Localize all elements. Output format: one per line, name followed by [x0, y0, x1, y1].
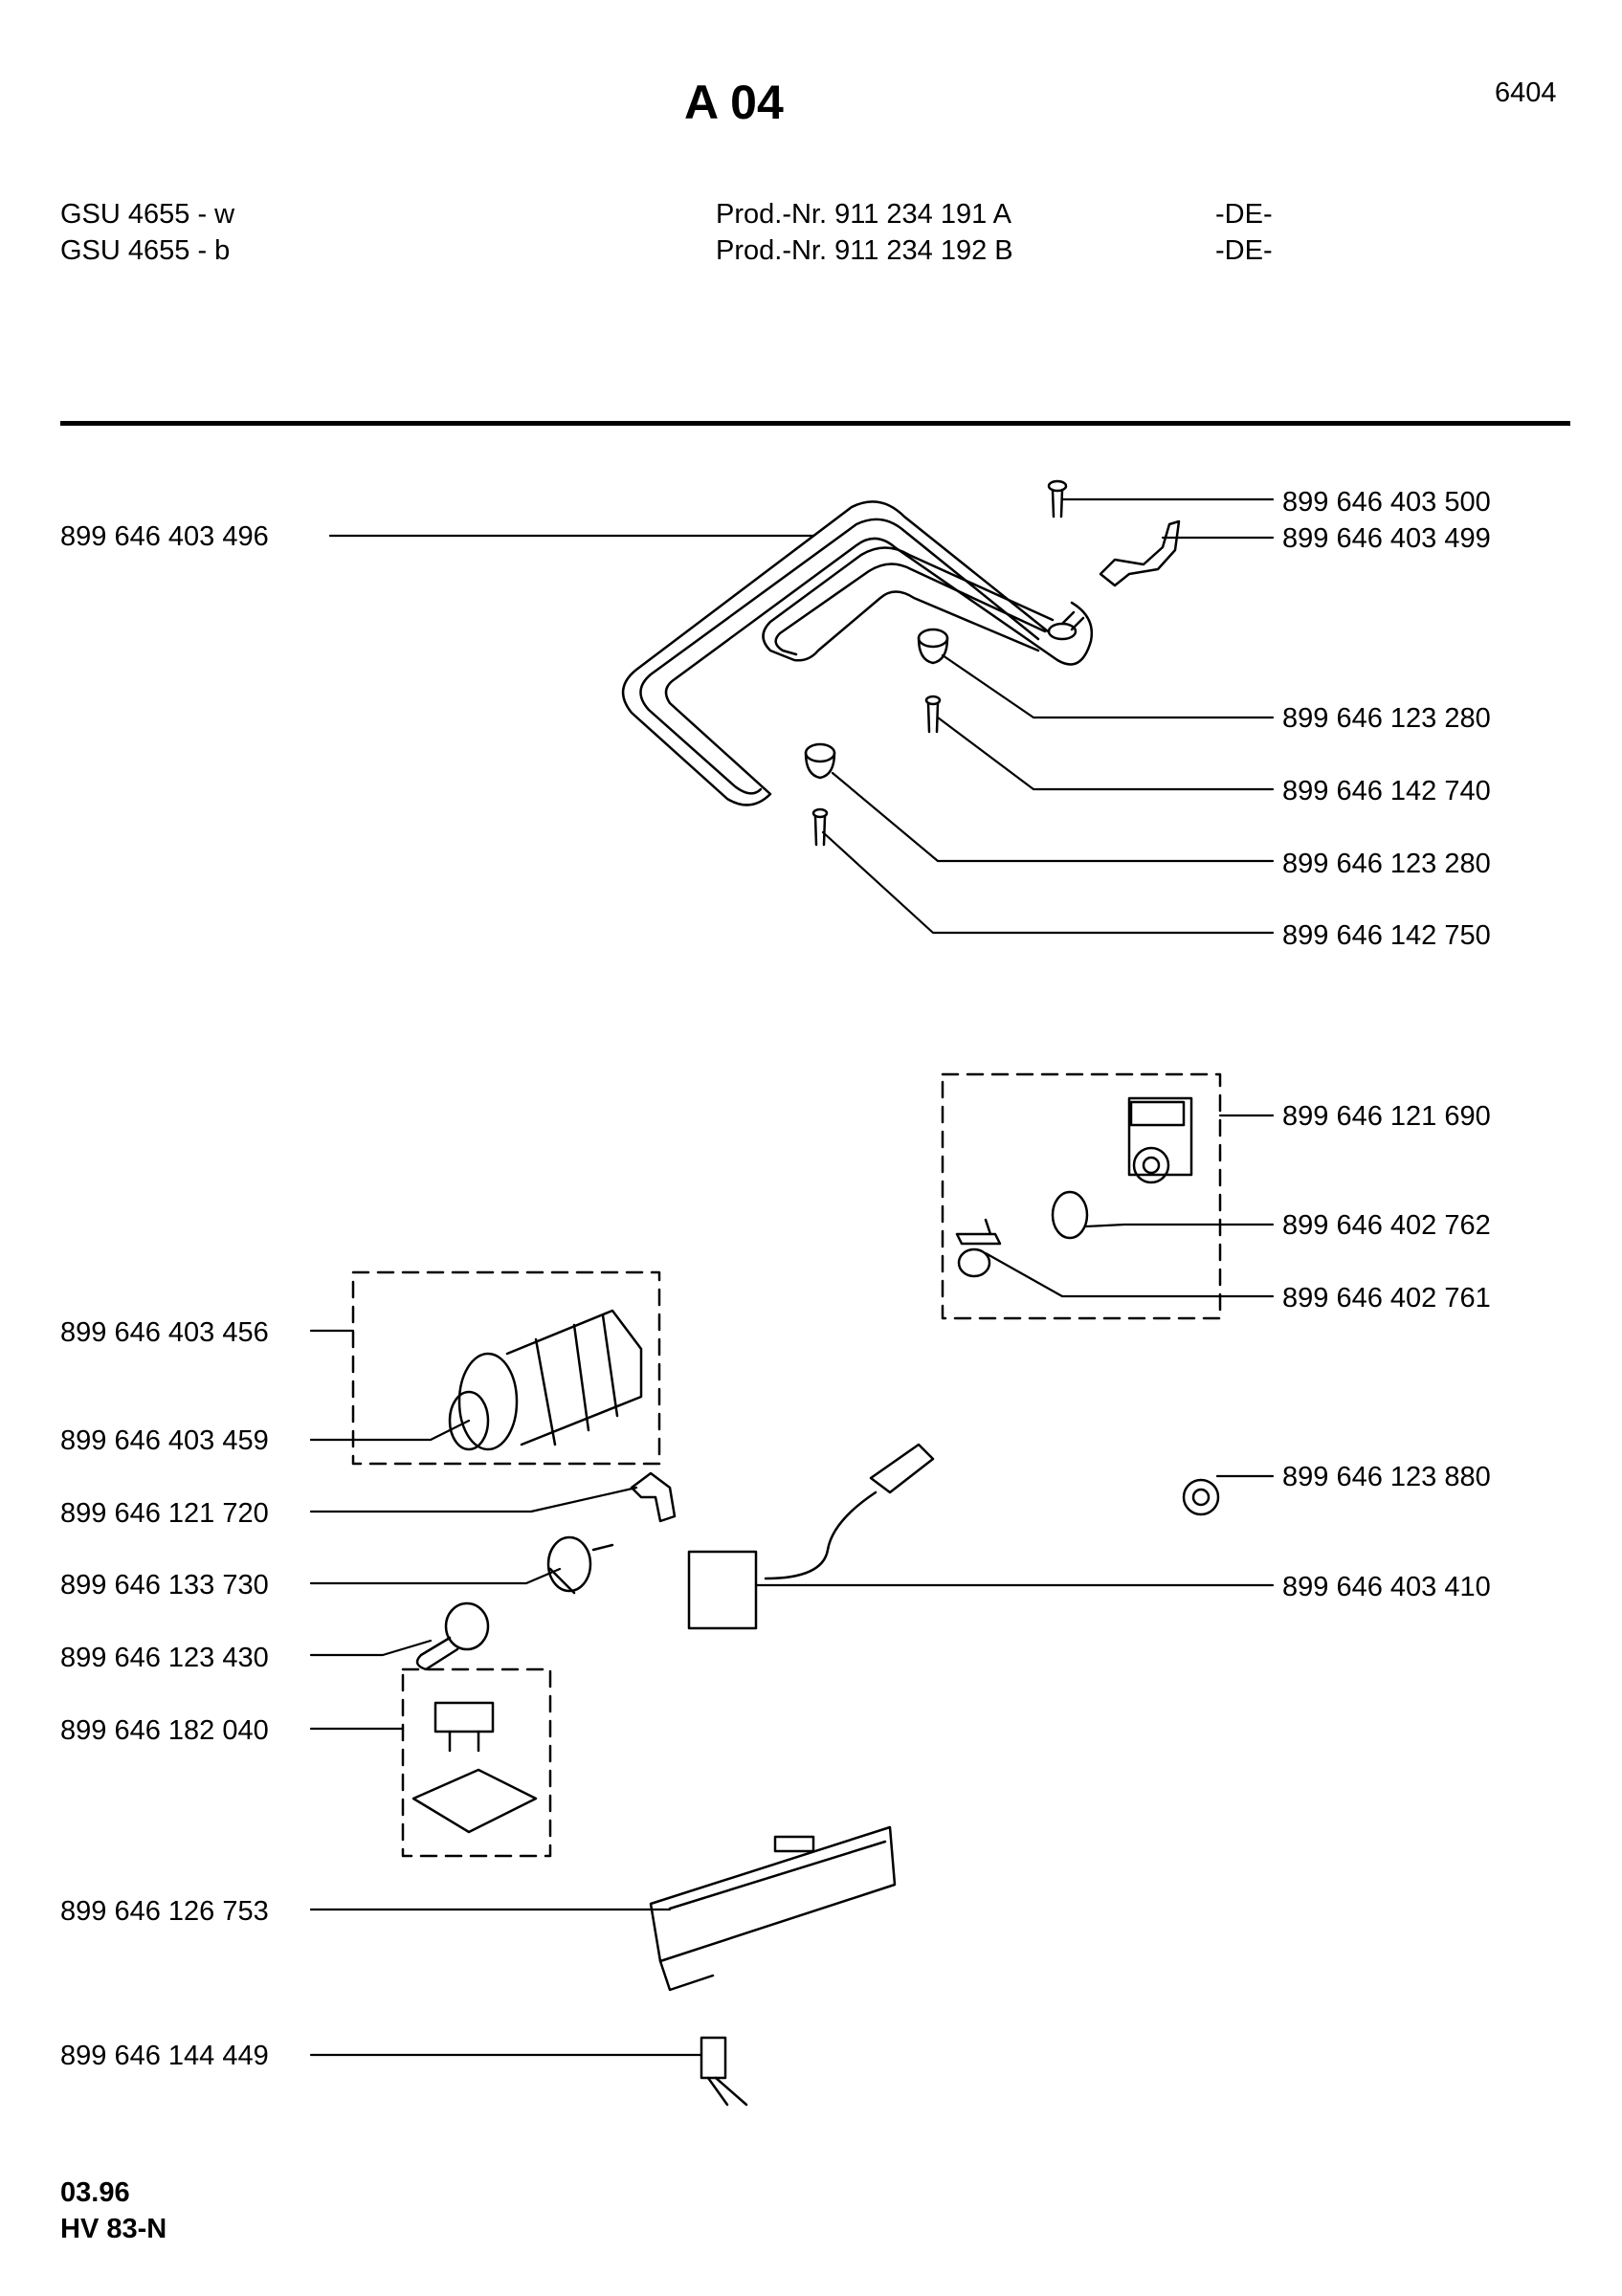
- part-number-label: 899 646 402 761: [1282, 1283, 1491, 1314]
- part-number-label: 899 646 403 459: [60, 1425, 269, 1456]
- capacitor-drawing: [546, 1535, 614, 1595]
- part-number-label: 899 646 126 753: [60, 1896, 269, 1927]
- pump-drawing: [448, 1309, 643, 1451]
- part-number-label: 899 646 403 456: [60, 1317, 269, 1348]
- clip-drawing: [630, 1471, 677, 1523]
- page-code: 6404: [1495, 77, 1557, 108]
- footer-code: HV 83-N: [60, 2214, 167, 2244]
- part-number-label: 899 646 121 690: [1282, 1101, 1491, 1132]
- cap-drawing: [415, 1601, 490, 1671]
- assembly-group-box: [941, 1072, 1222, 1320]
- suppressor-drawing: [700, 2036, 748, 2107]
- heating-element-drawing: [622, 500, 1094, 806]
- part-number-label: 899 646 123 280: [1282, 849, 1491, 879]
- footer-date: 03.96: [60, 2177, 130, 2208]
- pin-drawing: [924, 695, 942, 734]
- leader-lines: [309, 497, 1275, 2057]
- model-1: GSU 4655 - w: [60, 199, 235, 230]
- part-number-label: 899 646 182 040: [60, 1715, 269, 1746]
- part-number-label: 899 646 144 449: [60, 2041, 269, 2071]
- part-number-label: 899 646 403 499: [1282, 523, 1491, 554]
- part-number-label: 899 646 123 280: [1282, 703, 1491, 734]
- bracket-drawing: [1099, 519, 1181, 587]
- part-number-label: 899 646 133 730: [60, 1570, 269, 1601]
- part-number-label: 899 646 123 880: [1282, 1462, 1491, 1492]
- switch-drawing: [411, 1701, 538, 1834]
- part-number-label: 899 646 402 762: [1282, 1210, 1491, 1241]
- prod-nr-1: Prod.-Nr. 911 234 191 A: [716, 199, 1012, 230]
- country-2: -DE-: [1215, 235, 1273, 266]
- assembly-group-box: [351, 1270, 661, 1466]
- pressure-switch-drawing: [1127, 1096, 1193, 1184]
- prod-nr-2: Prod.-Nr. 911 234 192 B: [716, 235, 1013, 266]
- assembly-group-box: [401, 1667, 552, 1858]
- screw-drawing: [1047, 479, 1068, 519]
- part-number-label: 899 646 123 430: [60, 1643, 269, 1673]
- seal-ring-drawing: [1051, 1190, 1089, 1240]
- power-cord-drawing: [687, 1443, 935, 1630]
- part-number-label: 899 646 403 500: [1282, 487, 1491, 518]
- part-number-label: 899 646 403 410: [1282, 1572, 1491, 1602]
- page-title: A 04: [684, 76, 784, 129]
- control-module-drawing: [649, 1825, 897, 1992]
- rubber-buffer-drawing: [804, 742, 836, 780]
- part-number-label: 899 646 403 496: [60, 521, 269, 552]
- header-divider: [60, 421, 1570, 426]
- sensor-drawing: [955, 1218, 1002, 1278]
- model-2: GSU 4655 - b: [60, 235, 231, 266]
- part-number-label: 899 646 142 740: [1282, 776, 1491, 806]
- pin-drawing: [811, 807, 829, 847]
- country-1: -DE-: [1215, 199, 1273, 230]
- round-sensor-drawing: [1182, 1478, 1220, 1516]
- rubber-buffer-drawing: [917, 628, 949, 665]
- part-number-label: 899 646 121 720: [60, 1498, 269, 1529]
- part-number-label: 899 646 142 750: [1282, 920, 1491, 951]
